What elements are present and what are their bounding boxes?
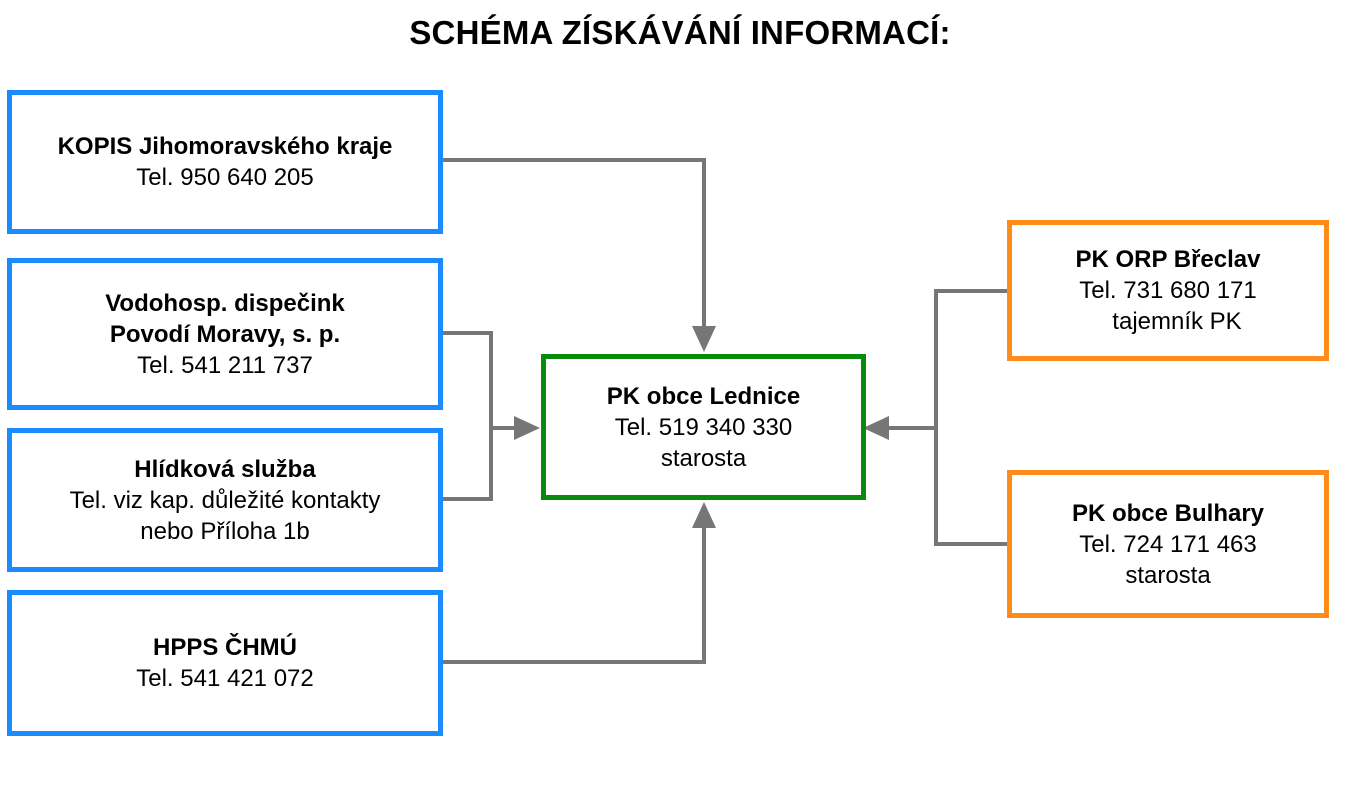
source-box-hlidkova: Hlídková služba Tel. viz kap. důležité k… <box>7 428 443 572</box>
arrow-head-top <box>692 326 716 352</box>
source-box-hpps: HPPS ČHMÚ Tel. 541 421 072 <box>7 590 443 736</box>
connector-vodohosp <box>441 331 493 428</box>
peer-role: starosta <box>1125 561 1211 589</box>
peer-role: tajemník PK <box>1112 308 1242 335</box>
arrow-head-right <box>863 416 889 440</box>
source-name: Hlídková služba <box>134 455 316 483</box>
peer-phone: Tel. 731 680 171 <box>1079 277 1257 304</box>
source-name-line2: Povodí Moravy, s. p. <box>109 320 341 348</box>
source-note: nebo Příloha 1b <box>140 517 310 545</box>
source-box-vodohosp: Vodohosp. dispečink Povodí Moravy, s. p.… <box>7 258 443 410</box>
peer-box-bulhary: PK obce Bulhary Tel. 724 171 463 starost… <box>1007 470 1329 618</box>
source-name: HPPS ČHMÚ <box>152 634 297 661</box>
source-box-kopis: KOPIS Jihomoravského kraje Tel. 950 640 … <box>7 90 443 234</box>
peer-name: PK obce Bulhary <box>1071 499 1265 527</box>
connector-bulhary <box>934 428 1009 546</box>
diagram-title: SCHÉMA ZÍSKÁVÁNÍ INFORMACÍ: <box>409 14 951 51</box>
source-name: KOPIS Jihomoravského kraje <box>57 133 393 160</box>
connector-kopis <box>441 158 706 330</box>
center-phone: Tel. 519 340 330 <box>614 413 793 441</box>
source-phone: Tel. 541 421 072 <box>136 665 314 692</box>
connector-breclav <box>934 289 1009 428</box>
source-name: Vodohosp. dispečink <box>105 289 345 317</box>
peer-name: PK ORP Břeclav <box>1075 246 1261 273</box>
connector-hlidkova <box>441 428 493 501</box>
peer-box-breclav: PK ORP Břeclav Tel. 731 680 171 tajemník… <box>1007 220 1329 361</box>
connector-hpps <box>441 524 706 664</box>
source-phone: Tel. 541 211 737 <box>137 351 313 379</box>
source-phone: Tel. viz kap. důležité kontakty <box>69 486 381 514</box>
arrow-head-left <box>514 416 540 440</box>
center-role: starosta <box>660 444 747 472</box>
center-box-lednice: PK obce Lednice Tel. 519 340 330 starost… <box>541 354 866 500</box>
center-name: PK obce Lednice <box>606 382 801 410</box>
peer-phone: Tel. 724 171 463 <box>1079 530 1257 558</box>
arrow-head-bottom <box>692 502 716 528</box>
source-phone: Tel. 950 640 205 <box>136 164 314 191</box>
